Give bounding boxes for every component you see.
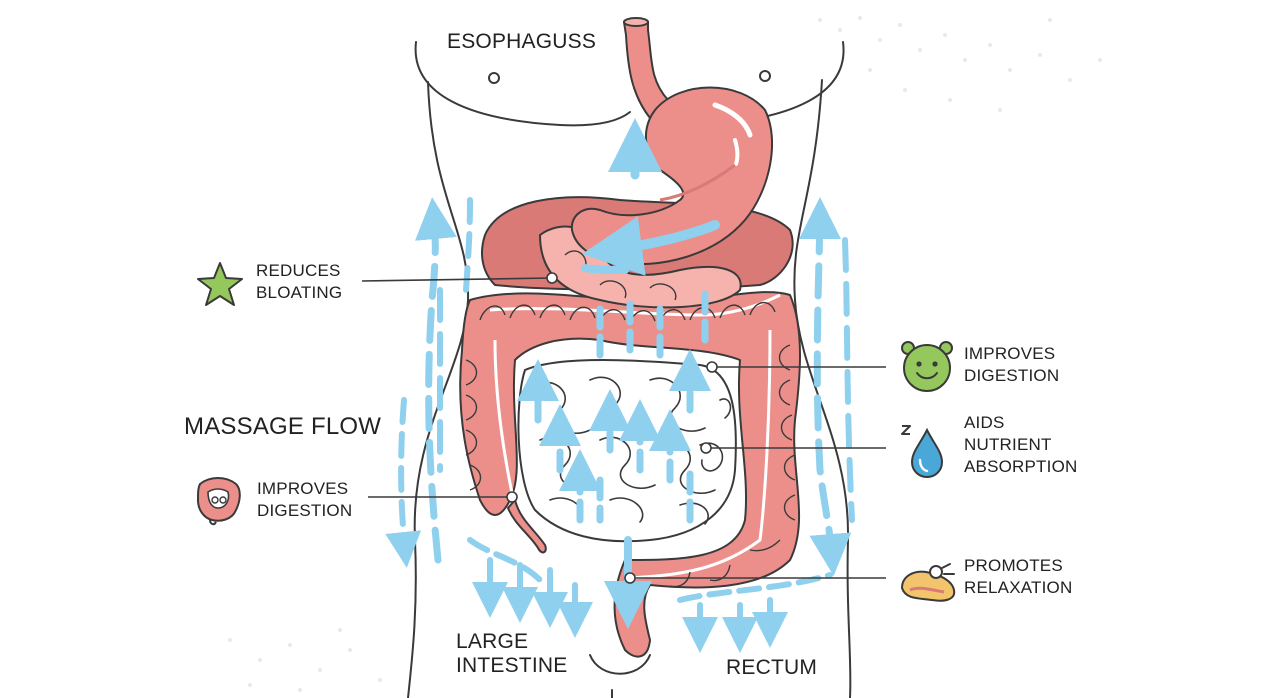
appendix: [506, 497, 547, 554]
star-icon: [197, 262, 243, 306]
label-esophagus: ESOPHAGUSS: [447, 30, 597, 53]
label-aids-nutrient-absorption: AIDS NUTRIENT ABSORPTION: [964, 413, 1078, 476]
label-improves-digestion-right: IMPROVES DIGESTION: [964, 344, 1060, 385]
label-reduces-bloating: REDUCES BLOATING: [256, 261, 343, 302]
massage-flow-arrows: [385, 118, 855, 653]
label-promotes-relaxation: PROMOTES RELAXATION: [964, 556, 1073, 597]
esophagus: [622, 17, 674, 120]
intestine-icon: [196, 477, 241, 526]
label-improves-digestion-left: IMPROVES DIGESTION: [257, 479, 353, 520]
smiley-icon: [901, 341, 953, 392]
label-large-intestine: LARGE INTESTINE: [456, 630, 568, 677]
water-drop-icon: [901, 425, 944, 479]
label-massage-flow: MASSAGE FLOW: [184, 413, 382, 440]
relaxation-icon: [900, 563, 956, 602]
label-rectum: RECTUM: [726, 656, 818, 679]
background-dots: [228, 16, 1102, 692]
leader-lines: [361, 272, 886, 584]
